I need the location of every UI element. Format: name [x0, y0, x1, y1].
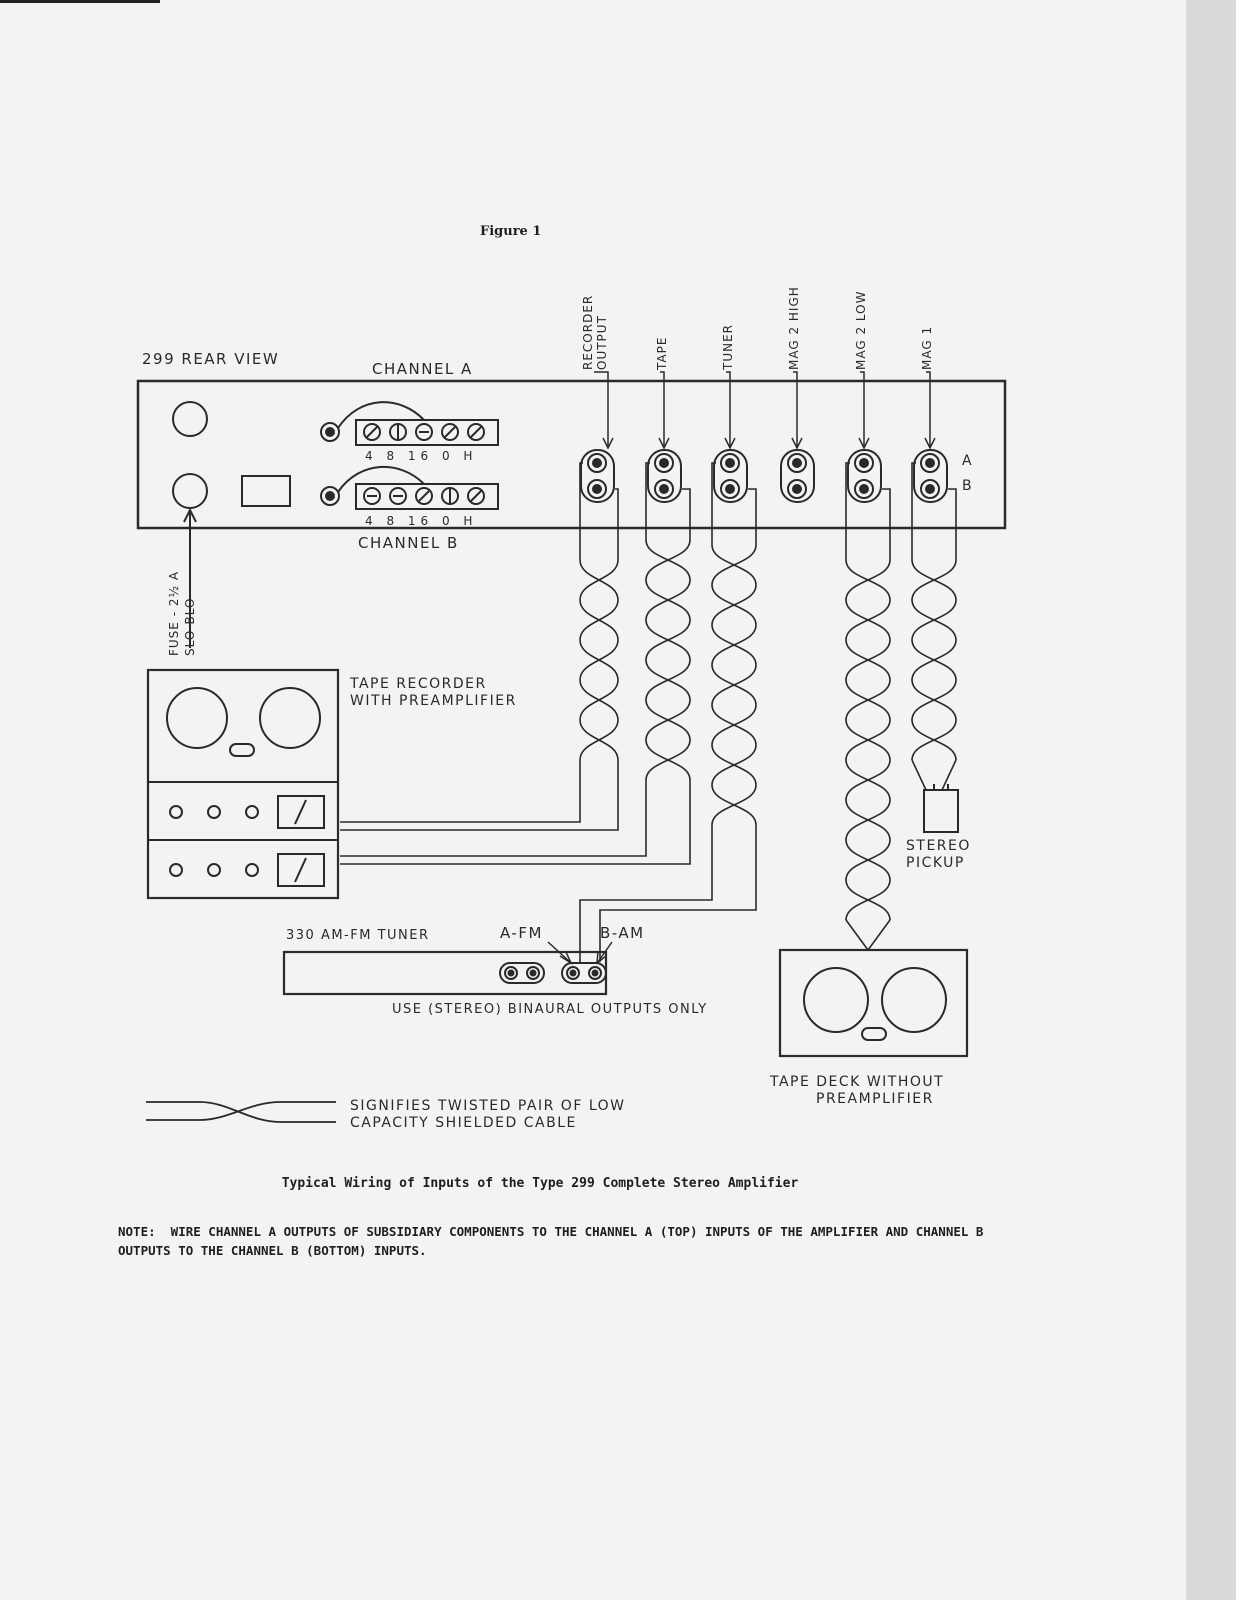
label-mag2-high: MAG 2 HIGH — [787, 286, 801, 370]
channel-b-terminal-strip — [355, 483, 499, 510]
channel-b-label: CHANNEL B — [358, 534, 459, 552]
fuse-label-line2: SLO-BLO — [183, 597, 197, 657]
jack-mag1 — [913, 449, 948, 503]
b-am-label: B-AM — [600, 924, 645, 942]
label-mag1: MAG 1 — [920, 325, 934, 370]
tape-deck-body — [778, 948, 969, 1058]
a-fm-label: A-FM — [500, 924, 543, 942]
label-tape: TAPE — [655, 336, 669, 370]
channel-a-terminal-strip — [355, 419, 499, 446]
tape-deck-label-line2: PREAMPLIFIER — [816, 1091, 934, 1107]
channel-b-terminal-values: 4 8 16 0 H — [365, 514, 478, 528]
legend-twisted-pair-sample — [146, 1101, 336, 1123]
figure-caption: Typical Wiring of Inputs of the Type 299… — [281, 1176, 799, 1191]
scan-edge-strip — [1186, 0, 1236, 1600]
tape-recorder-reel-left — [166, 687, 228, 749]
tape-recorder-reel-right — [259, 687, 321, 749]
fuse-label-line1: FUSE - 2½ A — [167, 570, 181, 656]
fuse-holder — [172, 473, 208, 509]
tape-deck-label-line1: TAPE DECK WITHOUT — [770, 1074, 945, 1090]
tape-recorder-label-line2: WITH PREAMPLIFIER — [350, 693, 517, 709]
tape-deck-reel-right — [881, 967, 947, 1033]
jack-label-b: B — [962, 478, 974, 494]
rear-view-label: 299 REAR VIEW — [142, 350, 280, 368]
legend-line2: CAPACITY SHIELDED CABLE — [350, 1115, 577, 1131]
label-recorder-line2: OUTPUT — [595, 315, 609, 370]
stereo-pickup-label-line1: STEREO — [906, 838, 971, 854]
power-socket — [172, 401, 208, 437]
cable-recorder-output — [340, 462, 619, 831]
am-fm-tuner-body — [282, 950, 608, 996]
legend-line1: SIGNIFIES TWISTED PAIR OF LOW — [350, 1098, 626, 1114]
tuner-label: 330 AM-FM TUNER — [286, 928, 430, 943]
label-recorder-line1: RECORDER — [581, 294, 595, 370]
jack-recorder-output — [580, 449, 615, 503]
stereo-pickup-body — [923, 789, 959, 833]
scan-edge-mark — [0, 0, 160, 3]
stereo-pickup-label-line2: PICKUP — [906, 855, 965, 871]
cable-mag2-low — [845, 462, 891, 951]
jack-mag2-low — [847, 449, 882, 503]
cable-tuner — [579, 462, 757, 962]
cable-mag1 — [911, 462, 957, 791]
jack-label-a: A — [962, 453, 974, 469]
label-mag2-low: MAG 2 LOW — [854, 290, 868, 370]
channel-a-terminal-values: 4 8 16 0 H — [365, 449, 478, 463]
wiring-note: NOTE: WIRE CHANNEL A OUTPUTS OF SUBSIDIA… — [118, 1224, 991, 1258]
label-tuner: TUNER — [721, 323, 735, 370]
tape-recorder-body — [146, 668, 340, 900]
tape-recorder-label-line1: TAPE RECORDER — [350, 676, 487, 692]
amplifier-chassis — [136, 379, 1007, 530]
binaural-note: USE (STEREO) BINAURAL OUTPUTS ONLY — [392, 1002, 708, 1017]
jack-tape — [647, 449, 682, 503]
chassis-switch — [241, 475, 291, 507]
channel-a-label: CHANNEL A — [372, 360, 473, 378]
jack-mag2-high — [780, 449, 815, 503]
figure-title: Figure 1 — [480, 224, 542, 239]
tape-deck-reel-left — [803, 967, 869, 1033]
jack-tuner — [713, 449, 748, 503]
cable-tape — [340, 462, 691, 865]
